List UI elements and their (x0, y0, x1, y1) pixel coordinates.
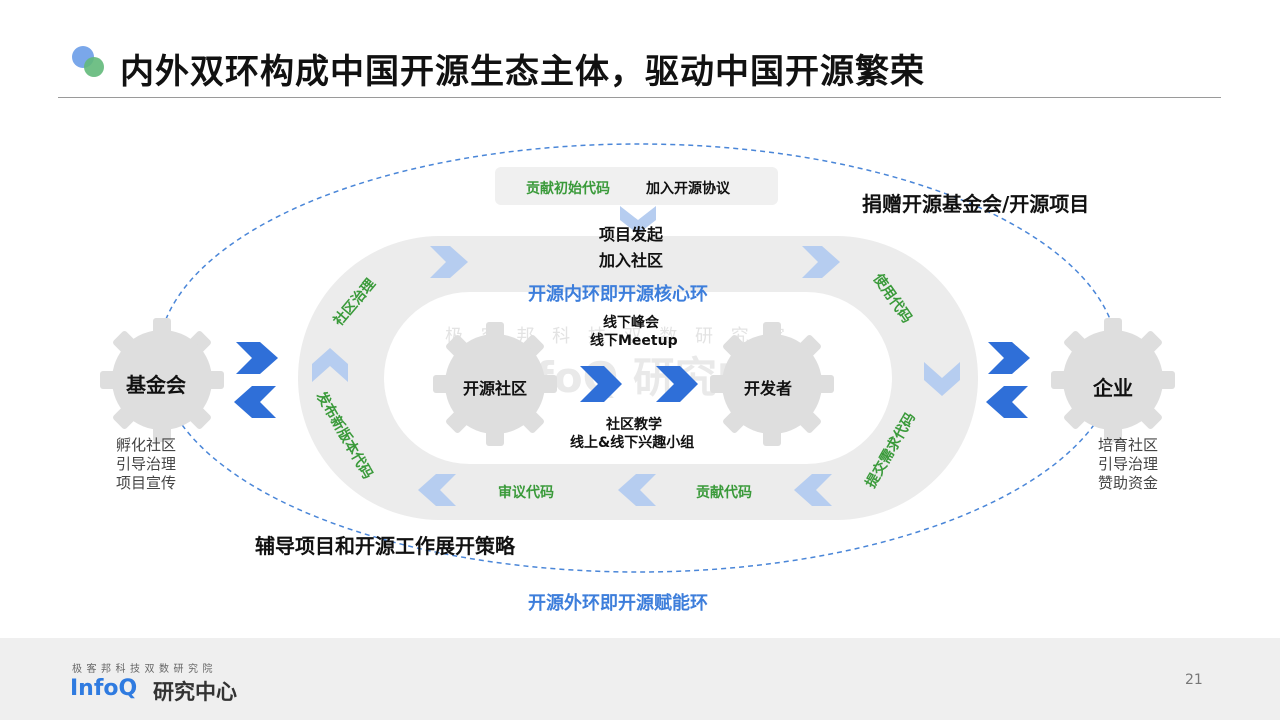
offline-summit-label: 线下峰会 (603, 315, 659, 331)
mentor-label: 辅导项目和开源工作展开策略 (255, 534, 515, 558)
inner-ring-name: 开源内环即开源核心环 (528, 284, 708, 305)
chevron-right-right-icon (988, 342, 1030, 374)
chevron-left-right-icon (986, 386, 1028, 418)
title-divider (58, 97, 1221, 98)
foundation-label: 基金会 (126, 373, 186, 397)
join-community-label: 加入社区 (599, 251, 664, 270)
contribute-initial-code-label: 贡献初始代码 (526, 181, 610, 197)
ring-chevron-bottom-mid-icon (618, 474, 656, 506)
foundation-notes: 孵化社区 引导治理 项目宣传 (110, 436, 182, 493)
review-code-label: 审议代码 (498, 485, 554, 501)
top-chevron-down-icon (620, 206, 656, 234)
footer-bar (0, 638, 1280, 720)
foundation-note: 项目宣传 (115, 474, 176, 492)
enterprise-note: 引导治理 (1097, 455, 1158, 473)
research-center-logo-text: 研究中心 (153, 680, 237, 704)
chevron-right-left-icon (236, 342, 278, 374)
footer-subtitle: 极客邦科技双数研究院 (72, 664, 217, 675)
flow-arrow-1-icon (580, 366, 622, 402)
offline-meetup-label: 线下Meetup (590, 333, 678, 349)
outer-ring-name: 开源外环即开源赋能环 (528, 593, 708, 614)
interest-group-label: 线上&线下兴趣小组 (570, 435, 695, 451)
ecosystem-diagram: 极 客 邦 科 技 双 数 研 究 院 InfoQ 研究中心 (100, 143, 1175, 573)
top-box (495, 167, 778, 205)
chevron-left-left-icon (234, 386, 276, 418)
ring-chevron-bottom-right-icon (794, 474, 832, 506)
flow-arrow-2-icon (656, 366, 698, 402)
ring-chevron-top-right-icon (802, 246, 840, 278)
foundation-note: 引导治理 (115, 455, 176, 473)
title-bullet-icon (70, 44, 106, 80)
contribute-code-label: 贡献代码 (696, 485, 752, 501)
infoq-logo: InfoQ (70, 676, 138, 701)
page-title: 内外双环构成中国开源生态主体，驱动中国开源繁荣 (120, 52, 925, 92)
enterprise-note: 培育社区 (1097, 436, 1158, 454)
page-number: 21 (1185, 672, 1203, 688)
enterprise-label: 企业 (1093, 376, 1133, 400)
enterprise-notes: 培育社区 引导治理 赞助资金 (1092, 436, 1164, 493)
enterprise-note: 赞助资金 (1097, 474, 1158, 492)
ring-chevron-up-icon (312, 348, 348, 382)
project-start-label: 项目发起 (599, 225, 664, 244)
community-teaching-label: 社区教学 (606, 417, 662, 433)
foundation-note: 孵化社区 (115, 436, 176, 454)
ring-chevron-down-icon (924, 362, 960, 396)
developer-label: 开发者 (744, 379, 793, 398)
donate-label: 捐赠开源基金会/开源项目 (862, 192, 1090, 216)
ring-chevron-top-left-icon (430, 246, 468, 278)
ring-chevron-bottom-left-icon (418, 474, 456, 506)
inner-ring (298, 236, 978, 520)
community-label: 开源社区 (463, 379, 528, 398)
join-license-label: 加入开源协议 (646, 181, 730, 197)
